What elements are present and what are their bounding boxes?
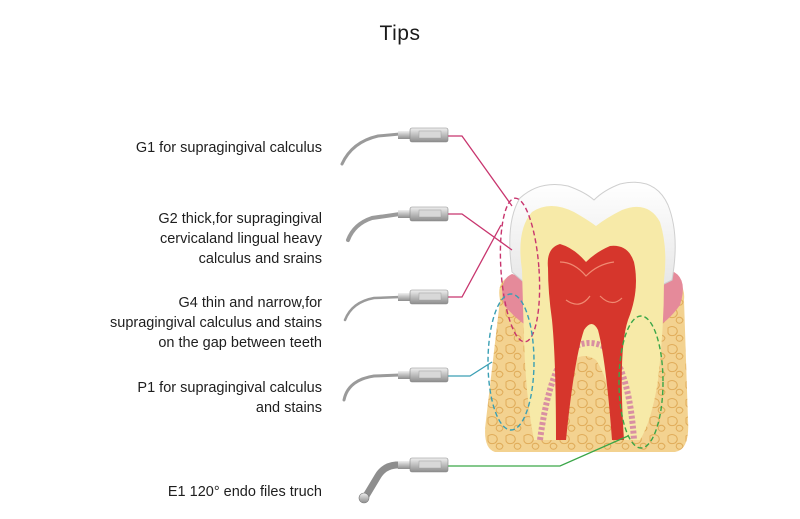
tip-label-line: P1 for supragingival calculus [137,380,322,396]
tip-label-line: G1 for supragingival calculus [135,140,322,156]
marker-p1-area [487,293,535,431]
tip-g4-image [343,289,449,322]
tip-p1-image [342,367,449,402]
tip-label-e1: E1 120° endo files truch [168,482,322,502]
pulp-highlight [559,261,623,305]
leader-line-g1 [447,135,513,207]
marker-e1-area [618,315,664,449]
marker-g-area [499,197,541,343]
tip-label-line: cervicaland lingual heavy [159,231,322,247]
page-title: Tips [379,22,421,45]
root-lining [537,340,637,441]
tip-label-p1: P1 for supragingival calculus and stains [137,378,322,418]
leader-line-e1 [447,435,629,467]
tip-label-g1: G1 for supragingival calculus [136,138,322,158]
tip-label-line: G2 thick,for supragingival [158,211,322,227]
tip-g2-image [346,206,449,242]
tip-label-line: calculus and srains [198,251,322,267]
tip-label-line: supragingival calculus and stains [110,315,322,331]
tip-label-line: G4 thin and narrow,for [178,295,322,311]
leader-line-g4 [447,224,502,298]
tip-label-line: and stains [255,400,322,416]
tooth [485,181,689,452]
tip-e1-image [358,457,449,504]
tip-label-g2: G2 thick,for supragingival cervicaland l… [158,209,322,269]
leader-line-p1 [447,361,493,377]
tip-label-line: E1 120° endo files truch [167,484,322,500]
tip-g1-image [340,127,449,166]
tip-label-g4: G4 thin and narrow,for supragingival cal… [110,293,322,353]
tip-label-line: on the gap between teeth [158,335,322,351]
leader-line-g2 [447,213,513,251]
pulp-chamber [547,244,636,440]
